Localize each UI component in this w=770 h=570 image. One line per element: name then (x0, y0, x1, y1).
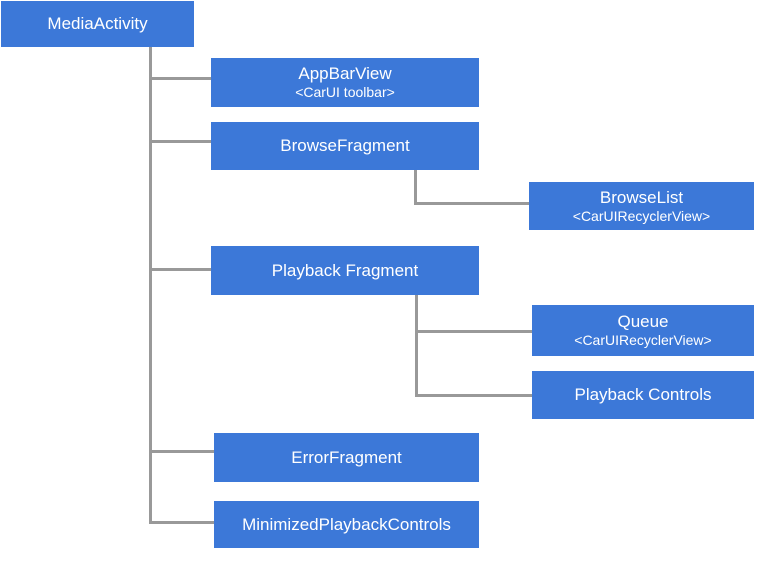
node-label: Queue (617, 312, 669, 332)
connector-branch-queue (415, 330, 532, 333)
connector-trunk-playback-fragment (415, 295, 418, 397)
node-media-activity: MediaActivity (1, 1, 194, 47)
node-browse-list: BrowseList <CarUIRecyclerView> (529, 182, 754, 230)
connector-trunk-browse-fragment (414, 170, 417, 205)
node-label: Playback Controls (574, 385, 712, 405)
node-label: Playback Fragment (271, 260, 419, 280)
node-app-bar-view: AppBarView <CarUI toolbar> (211, 58, 479, 107)
node-sublabel: <CarUIRecyclerView> (574, 332, 712, 349)
connector-branch-app-bar-view (149, 77, 211, 80)
node-label: MediaActivity (47, 14, 148, 34)
node-label: BrowseList (599, 187, 684, 207)
connector-branch-browse-list (414, 202, 529, 205)
connector-branch-playback-fragment (149, 268, 211, 271)
node-queue: Queue <CarUIRecyclerView> (532, 305, 754, 356)
node-playback-fragment: Playback Fragment (211, 246, 479, 295)
connector-branch-minimized-controls (149, 521, 214, 524)
node-label: ErrorFragment (291, 447, 402, 467)
connector-branch-playback-controls (415, 394, 532, 397)
connector-branch-error-fragment (149, 450, 214, 453)
node-sublabel: <CarUI toolbar> (295, 84, 395, 101)
node-sublabel: <CarUIRecyclerView> (572, 207, 711, 224)
node-label: AppBarView (298, 64, 392, 84)
node-minimized-playback-controls: MinimizedPlaybackControls (214, 501, 479, 548)
node-label: MinimizedPlaybackControls (242, 514, 451, 534)
node-error-fragment: ErrorFragment (214, 433, 479, 482)
connector-branch-browse-fragment (149, 140, 211, 143)
node-playback-controls: Playback Controls (532, 371, 754, 419)
node-label: BrowseFragment (280, 136, 410, 156)
connector-trunk-media-activity (149, 47, 152, 524)
node-browse-fragment: BrowseFragment (211, 122, 479, 170)
